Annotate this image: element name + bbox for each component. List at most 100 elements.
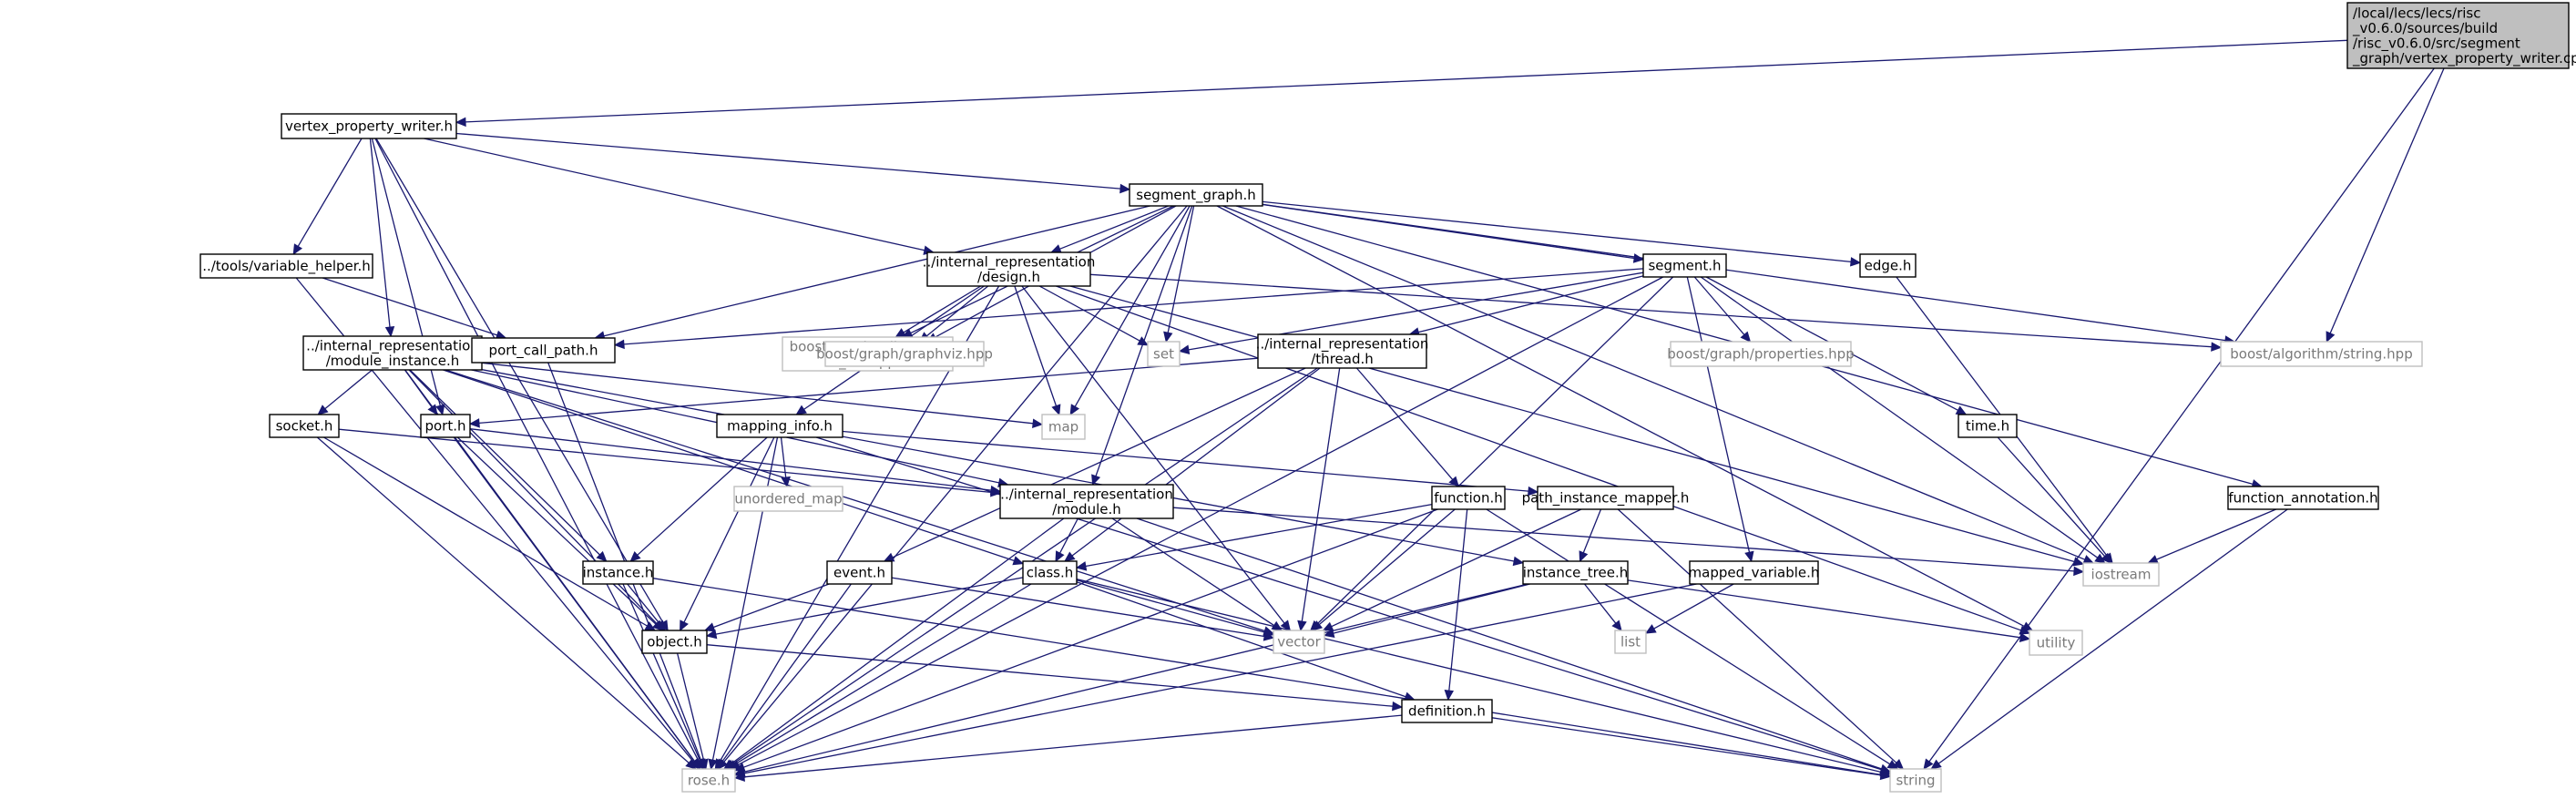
edge-design-to-map	[1014, 285, 1061, 416]
node-class[interactable]: class.h	[1022, 560, 1078, 585]
edge-pim-to-vector	[1322, 508, 1582, 631]
edge-design-to-bgal	[894, 285, 982, 338]
node-label: ../internal_representation	[923, 253, 1096, 271]
edge-sg-to-segh	[1262, 203, 1645, 263]
edge-line	[622, 583, 701, 762]
node-label: time.h	[1966, 418, 2009, 435]
node-box	[1147, 341, 1181, 367]
edge-arrowhead	[708, 758, 718, 771]
node-rose: rose.h	[681, 768, 736, 793]
edge-line	[715, 577, 1024, 635]
node-box	[1129, 183, 1263, 207]
node-label: vector	[1277, 634, 1321, 650]
edge-module-to-class	[1055, 517, 1078, 563]
node-mv[interactable]: mapped_variable.h	[1689, 560, 1820, 585]
edge-line	[734, 583, 1032, 765]
edge-vpw-to-design	[424, 138, 935, 255]
node-edgeh[interactable]: edge.h	[1859, 253, 1917, 278]
node-socket[interactable]: socket.h	[269, 414, 340, 438]
edge-fa-to-string	[1930, 508, 2288, 770]
edge-line	[815, 436, 1882, 771]
node-definition[interactable]: definition.h	[1401, 699, 1493, 723]
edge-arrowhead	[2019, 625, 2031, 635]
node-root[interactable]: /local/lecs/lecs/risc_v0.6.0/sources/bui…	[2346, 2, 2576, 69]
edge-arrowhead	[781, 476, 791, 488]
edge-arrowhead	[883, 552, 895, 562]
edge-line	[925, 285, 989, 337]
edge-line	[1262, 203, 2226, 342]
edge-line	[1316, 276, 1674, 625]
edge-class-to-rose	[726, 583, 1032, 770]
edge-line	[469, 428, 992, 491]
edge-line	[1700, 276, 2099, 558]
node-box	[999, 484, 1174, 519]
edge-object-to-definition	[706, 644, 1404, 712]
edge-line	[1448, 508, 1468, 691]
edge-arrowhead	[894, 328, 907, 338]
edge-sg-to-set	[1163, 205, 1195, 343]
edge-line	[322, 277, 498, 336]
edge-arrowhead	[1892, 758, 1905, 770]
node-label: instance.h	[583, 565, 654, 581]
node-modinst[interactable]: ../internal_representation/module_instan…	[302, 335, 483, 371]
edge-arrowhead	[596, 550, 608, 562]
node-pim[interactable]: path_instance_mapper.h	[1522, 486, 1690, 510]
node-timeh[interactable]: time.h	[1958, 414, 2018, 438]
node-fa[interactable]: function_annotation.h	[2227, 486, 2379, 510]
edge-line	[316, 436, 690, 763]
edge-arrowhead	[2147, 555, 2159, 564]
node-itree[interactable]: instance_tree.h	[1522, 560, 1629, 585]
edge-arrowhead	[1051, 404, 1061, 416]
node-vpw[interactable]: vertex_property_writer.h	[281, 113, 457, 139]
edge-line	[892, 367, 1306, 558]
edge-sg-to-edgeh	[1262, 200, 1862, 267]
node-mapinfo[interactable]: mapping_info.h	[716, 414, 843, 438]
edge-line	[2329, 67, 2445, 334]
node-func[interactable]: function.h	[1431, 486, 1506, 510]
node-box	[681, 768, 736, 793]
node-event[interactable]: event.h	[826, 560, 893, 585]
node-box	[420, 414, 471, 438]
edge-line	[338, 428, 992, 494]
edge-mapinfo-to-instance	[629, 436, 768, 562]
edge-arrowhead	[1271, 620, 1283, 631]
edge-line	[1076, 579, 1265, 633]
node-box	[1273, 630, 1325, 654]
node-vh[interactable]: ../tools/variable_helper.h	[199, 253, 373, 279]
edge-line	[1216, 205, 2025, 627]
edge-line	[1331, 508, 1582, 628]
node-design[interactable]: ../internal_representation/design.h	[923, 251, 1096, 287]
edge-pim-to-itree	[1579, 508, 1602, 563]
edge-vh-to-pcp	[322, 277, 507, 340]
node-pcp[interactable]: port_call_path.h	[471, 337, 616, 364]
edge-line	[456, 436, 657, 625]
edge-line	[903, 285, 982, 333]
node-sg[interactable]: segment_graph.h	[1129, 183, 1263, 207]
edge-module-to-iostream	[1172, 507, 2085, 577]
edge-line	[1136, 517, 1882, 770]
edge-modinst-to-class	[443, 369, 1025, 566]
node-instance[interactable]: instance.h	[582, 560, 654, 585]
node-segh[interactable]: segment.h	[1642, 253, 1727, 278]
edge-line	[603, 205, 1150, 337]
node-module[interactable]: ../internal_representation/module.h	[999, 484, 1174, 519]
node-object[interactable]: object.h	[641, 630, 708, 654]
edge-line	[374, 138, 700, 762]
edge-line	[723, 205, 1188, 763]
edge-vpw-to-sg	[455, 132, 1131, 194]
edge-line	[1014, 285, 1058, 406]
edge-arrowhead	[1850, 257, 1862, 267]
edge-line	[1318, 508, 1456, 625]
edge-line	[1582, 508, 1602, 553]
node-thread[interactable]: ../internal_representation/thread.h	[1256, 333, 1429, 369]
edge-sg-to-bas	[1262, 203, 2236, 345]
node-port[interactable]: port.h	[420, 414, 471, 438]
edge-line	[478, 357, 1259, 425]
edge-arrowhead	[795, 405, 807, 415]
edge-arrowhead	[1262, 627, 1275, 638]
node-label: event.h	[833, 565, 885, 581]
edge-line	[1627, 579, 2021, 639]
edge-line	[1089, 273, 2213, 348]
edge-arrowhead	[1075, 561, 1088, 571]
edge-arrowhead	[2101, 552, 2112, 564]
